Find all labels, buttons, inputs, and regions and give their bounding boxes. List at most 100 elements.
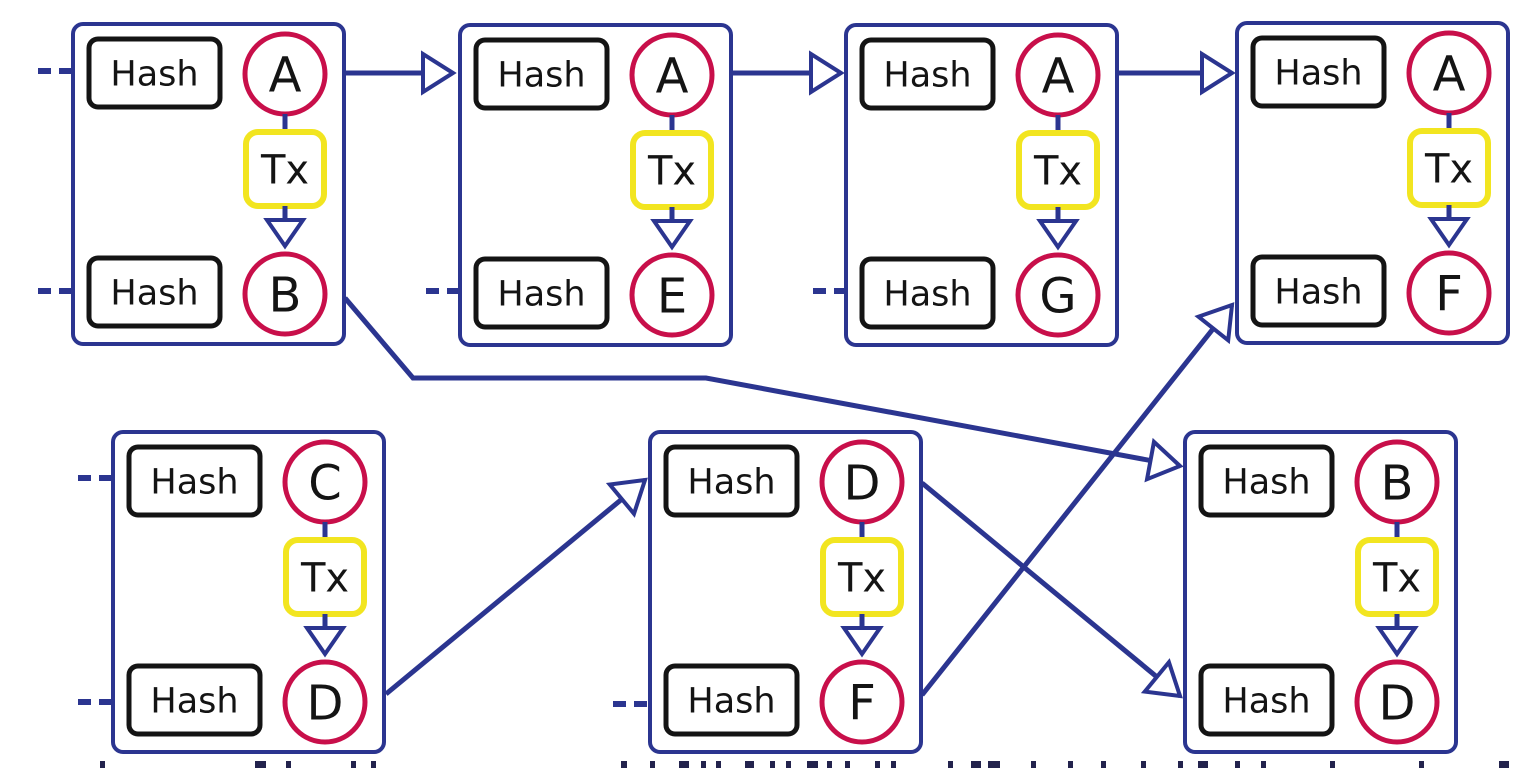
top-hash-box bbox=[663, 444, 800, 518]
top-hash-label: Hash bbox=[687, 463, 775, 503]
edge-block1-to-block2 bbox=[343, 50, 457, 96]
caption-fragment bbox=[679, 761, 689, 768]
caption-fragment bbox=[1419, 761, 1424, 768]
input-letter: A bbox=[656, 48, 689, 104]
arrowhead-icon bbox=[1194, 302, 1235, 345]
arrowhead-icon bbox=[605, 477, 648, 518]
edge-b6-output-F-to-block4 bbox=[920, 302, 1235, 697]
caption-fragment bbox=[827, 761, 832, 768]
top-hash-box bbox=[859, 37, 996, 111]
edge-block3-to-block4 bbox=[1118, 50, 1236, 96]
arrowhead-icon bbox=[1200, 50, 1236, 96]
tx-label: Tx bbox=[1424, 146, 1473, 192]
top-hash-label: Hash bbox=[497, 56, 585, 96]
tx-label: Tx bbox=[300, 555, 349, 601]
caption-fragment bbox=[948, 761, 953, 768]
clipped-caption-row bbox=[100, 761, 1509, 768]
input-letter: A bbox=[269, 47, 302, 103]
caption-fragment bbox=[1141, 761, 1146, 768]
output-circle bbox=[1406, 250, 1492, 336]
caption-fragment bbox=[1235, 761, 1240, 768]
bottom-hash-box bbox=[1198, 663, 1335, 737]
top-hash-label: Hash bbox=[110, 55, 198, 95]
caption-fragment bbox=[770, 761, 775, 768]
tx-arrowhead-icon bbox=[1427, 217, 1471, 249]
caption-fragment bbox=[1101, 761, 1106, 768]
arrowhead-icon bbox=[809, 50, 845, 96]
output-letter: F bbox=[848, 675, 876, 731]
bottom-hash-label: Hash bbox=[1222, 682, 1310, 722]
caption-fragment bbox=[1198, 761, 1208, 768]
caption-fragment bbox=[971, 761, 981, 768]
input-letter: C bbox=[308, 455, 342, 511]
bottom-hash-label: Hash bbox=[150, 682, 238, 722]
edge-line bbox=[343, 296, 1181, 469]
top-hash-label: Hash bbox=[883, 56, 971, 96]
bottom-hash-box bbox=[1250, 254, 1387, 328]
caption-fragment bbox=[716, 761, 721, 768]
bottom-hash-label: Hash bbox=[110, 274, 198, 314]
top-hash-label: Hash bbox=[150, 463, 238, 503]
bottom-hash-box bbox=[86, 255, 223, 329]
bottom-hash-box bbox=[859, 256, 996, 330]
caption-fragment bbox=[621, 761, 627, 768]
output-circle bbox=[1015, 252, 1101, 338]
caption-fragment bbox=[745, 761, 754, 768]
output-letter: B bbox=[269, 267, 302, 323]
block-1: Hash A TxB Hash bbox=[71, 22, 346, 346]
bottom-hash-box bbox=[663, 663, 800, 737]
tx-label: Tx bbox=[260, 147, 309, 193]
arrowhead-icon bbox=[421, 50, 457, 96]
tx-label: Tx bbox=[1372, 555, 1421, 601]
caption-fragment bbox=[351, 761, 356, 768]
output-letter: D bbox=[307, 675, 344, 731]
edge-line bbox=[384, 478, 647, 696]
output-letter: D bbox=[1379, 675, 1416, 731]
caption-fragment bbox=[1068, 761, 1073, 768]
edge-b6-input-D-to-block7 bbox=[920, 481, 1183, 699]
edge-b5-output-D-to-block6 bbox=[384, 477, 648, 696]
tx-arrowhead-icon bbox=[1036, 219, 1080, 251]
caption-fragment bbox=[1178, 761, 1183, 768]
bottom-hash-label: Hash bbox=[1274, 273, 1362, 313]
bottom-hash-label: Hash bbox=[883, 275, 971, 315]
input-letter: B bbox=[1381, 455, 1414, 511]
bottom-hash-label: Hash bbox=[497, 275, 585, 315]
tx-arrowhead-icon bbox=[303, 626, 347, 658]
tx-arrowhead-icon bbox=[1375, 626, 1419, 658]
arrowhead-icon bbox=[1140, 658, 1183, 699]
input-letter: A bbox=[1042, 48, 1075, 104]
caption-fragment bbox=[100, 761, 105, 768]
tx-arrowhead-icon bbox=[650, 219, 694, 251]
output-circle bbox=[282, 659, 368, 745]
bottom-hash-label: Hash bbox=[687, 682, 775, 722]
caption-fragment bbox=[988, 761, 1000, 768]
input-letter: D bbox=[844, 455, 881, 511]
output-circle bbox=[242, 251, 328, 337]
caption-fragment bbox=[701, 761, 706, 768]
top-hash-box bbox=[1198, 444, 1335, 518]
caption-fragment bbox=[650, 761, 655, 768]
caption-fragment bbox=[255, 761, 266, 768]
caption-fragment bbox=[891, 761, 896, 768]
caption-fragment bbox=[1031, 761, 1036, 768]
caption-fragment bbox=[371, 761, 376, 768]
tx-label: Tx bbox=[647, 148, 696, 194]
caption-fragment bbox=[1330, 761, 1335, 768]
caption-fragment bbox=[786, 761, 791, 768]
block-5: Hash C TxD Hash bbox=[111, 430, 386, 754]
input-letter: A bbox=[1433, 46, 1466, 102]
edge-block2-to-block3 bbox=[730, 50, 845, 96]
edge-line bbox=[920, 481, 1182, 698]
caption-fragment bbox=[845, 761, 850, 768]
tx-label: Tx bbox=[1033, 148, 1082, 194]
output-circle bbox=[629, 252, 715, 338]
caption-fragment bbox=[286, 761, 291, 768]
